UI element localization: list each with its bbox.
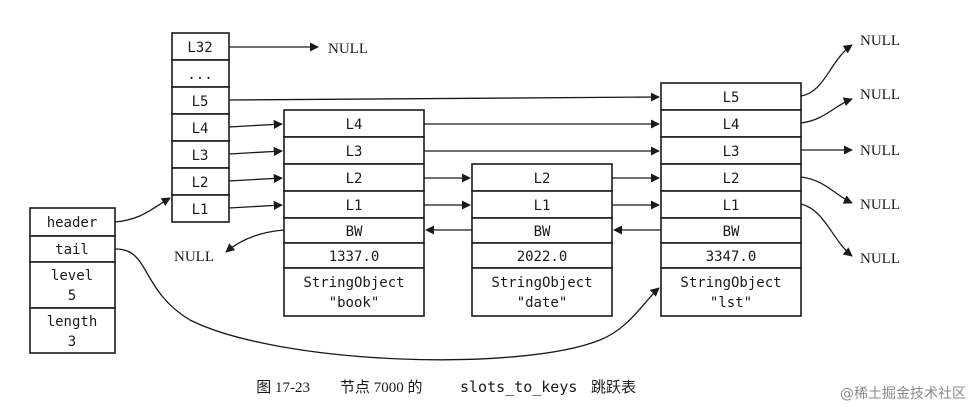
header-level-l4 <box>171 113 230 142</box>
null-label: NULL <box>860 143 900 159</box>
object-field <box>471 267 613 317</box>
score-value: 2022.0 <box>517 249 568 265</box>
node-level-label: L2 <box>534 171 551 187</box>
node-level-label: L1 <box>723 198 740 214</box>
object-type: StringObject <box>303 275 404 291</box>
caption-text-2: 跳跃表 <box>591 379 636 396</box>
null-labels: NULL NULL NULL NULL NULL NULL NULL <box>174 33 900 267</box>
header-level-label: L1 <box>192 202 209 218</box>
node-level <box>660 82 802 111</box>
node-level <box>471 190 613 219</box>
tail-pointer-arrow <box>114 248 660 361</box>
header-level-label: L4 <box>192 121 209 137</box>
score-value: 1337.0 <box>329 249 380 265</box>
header-label: header <box>47 215 98 231</box>
tail-label: tail <box>55 242 89 258</box>
node-level-label: L3 <box>723 144 740 160</box>
node-level-label: L5 <box>723 90 740 106</box>
object-type: StringObject <box>680 275 781 291</box>
node1-backward-arrow <box>225 229 285 253</box>
node3-l2-null-arrow <box>800 176 853 204</box>
header-level-label: L3 <box>192 148 209 164</box>
figure-caption: 图 17-23 节点 7000 的 slots_to_keys 跳跃表 <box>256 378 636 396</box>
watermark: @稀土掘金技术社区 <box>840 386 966 402</box>
header-field <box>29 207 116 237</box>
null-label: NULL <box>860 33 900 49</box>
null-label: NULL <box>860 87 900 103</box>
level-value: 5 <box>68 288 76 304</box>
header-node: L32 ... L5 L4 L3 L2 L1 <box>171 32 230 223</box>
node-level <box>283 163 425 192</box>
object-value: "book" <box>329 295 380 311</box>
object-field <box>283 267 425 317</box>
caption-text-1: 节点 7000 的 <box>340 379 423 396</box>
level-label: level <box>51 268 93 284</box>
skiplist-node-book: L4 L3 L2 L1 BW 1337.0 StringObject "book… <box>283 109 425 317</box>
node-level-label: L2 <box>346 171 363 187</box>
score-field <box>660 242 802 269</box>
header-level-label: L2 <box>192 175 209 191</box>
header-level-l2 <box>171 167 230 196</box>
node-level-label: L3 <box>346 144 363 160</box>
score-field <box>283 242 425 269</box>
zskiplist-struct: header tail level 5 length 3 <box>29 207 116 354</box>
backward-pointer <box>660 217 802 244</box>
header-level-ellipsis <box>171 59 230 88</box>
object-value: "lst" <box>710 295 752 311</box>
header-level-l1 <box>171 194 230 223</box>
node3-l4-null-arrow <box>800 97 853 124</box>
l5-forward-arrow <box>228 92 660 102</box>
object-type: StringObject <box>491 275 592 291</box>
null-label: NULL <box>860 251 900 267</box>
l1-forward-arrow <box>228 200 283 211</box>
node-level <box>660 163 802 192</box>
l2-forward-arrow <box>228 173 283 184</box>
object-field <box>660 267 802 317</box>
backward-label: BW <box>346 224 363 240</box>
caption-figure-number: 图 17-23 <box>256 379 310 396</box>
node-level-label: L4 <box>723 117 740 133</box>
header-level-label: L5 <box>192 94 209 110</box>
skiplist-node-lst: L5 L4 L3 L2 L1 BW 3347.0 StringObject "l… <box>660 82 802 317</box>
l4-forward-arrow <box>228 119 283 130</box>
node-level <box>471 163 613 192</box>
node-level-label: L4 <box>346 117 363 133</box>
header-level-label: ... <box>187 67 212 83</box>
node3-l5-null-arrow <box>800 44 853 97</box>
node-level-label: L1 <box>346 198 363 214</box>
pointer-arrows <box>114 42 853 361</box>
header-pointer-arrow <box>114 197 171 223</box>
score-field <box>471 242 613 269</box>
backward-label: BW <box>534 224 551 240</box>
null-label: NULL <box>328 41 368 57</box>
node-level-label: L2 <box>723 171 740 187</box>
caption-code: slots_to_keys <box>460 378 577 396</box>
node-level-label: L1 <box>534 198 551 214</box>
length-field <box>29 307 116 354</box>
node-level <box>283 109 425 138</box>
length-label: length <box>47 314 98 330</box>
object-value: "date" <box>517 295 568 311</box>
null-label: NULL <box>174 249 214 265</box>
header-level-label: L32 <box>187 40 212 56</box>
length-value: 3 <box>68 334 76 350</box>
node3-l1-null-arrow <box>800 203 853 257</box>
backward-label: BW <box>723 224 740 240</box>
l3-forward-arrow <box>228 146 283 157</box>
score-value: 3347.0 <box>706 249 757 265</box>
null-label: NULL <box>860 197 900 213</box>
skiplist-node-date: L2 L1 BW 2022.0 StringObject "date" <box>471 163 613 317</box>
